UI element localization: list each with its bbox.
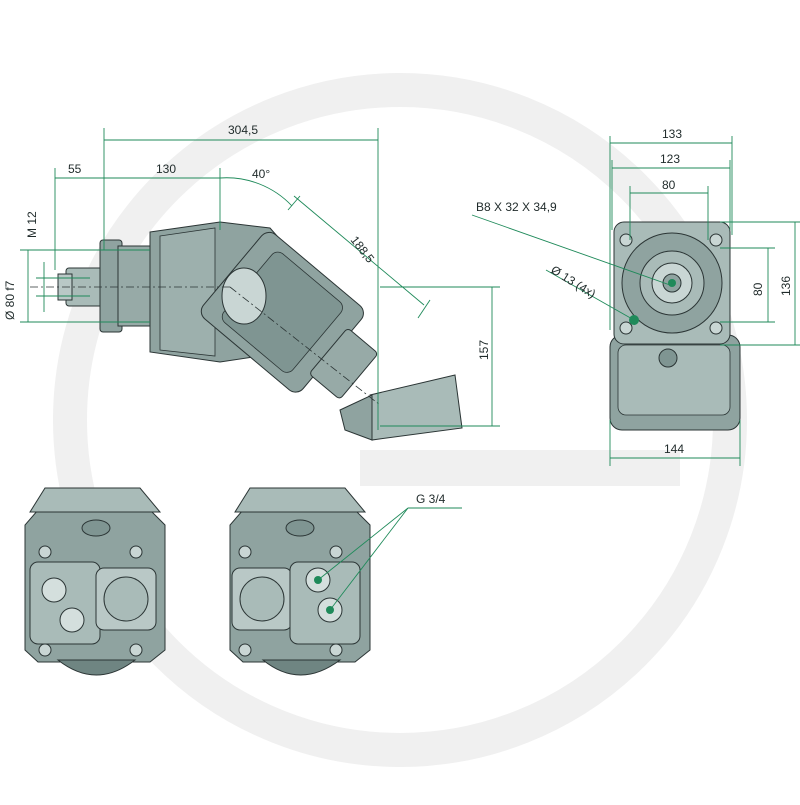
dim-thread: M 12 [25, 211, 39, 238]
port-view-left [24, 487, 166, 676]
dim-front-width-bolt: 80 [662, 178, 676, 192]
front-view [609, 221, 741, 431]
dim-front-width-outer: 133 [662, 127, 682, 141]
dim-bent-length: 188,5 [348, 233, 378, 266]
dim-body-length: 130 [156, 162, 176, 176]
side-view-dimensions [20, 128, 500, 430]
dim-spline: B8 X 32 X 34,9 [476, 200, 557, 214]
bolt-holes [619, 233, 723, 335]
port-dimensions [317, 507, 462, 611]
dim-front-width-inner: 123 [660, 152, 680, 166]
front-view-dimensions [471, 136, 800, 466]
dim-bend-height: 157 [477, 340, 491, 360]
dim-bent-angle: 40° [252, 167, 270, 181]
side-view [30, 221, 463, 441]
port-view-right [229, 487, 371, 676]
dim-flange-offset: 55 [68, 162, 82, 176]
port-head [369, 374, 463, 441]
dim-base-width: 144 [664, 442, 684, 456]
dim-front-height-outer: 136 [779, 276, 793, 296]
dim-shaft-diameter: Ø 80 f7 [3, 280, 17, 320]
dim-front-height-bolt: 80 [751, 282, 765, 296]
dim-hole-diameter: Ø 13 (4x) [548, 263, 598, 301]
dim-port-thread: G 3/4 [416, 492, 446, 506]
dim-overall-length: 304,5 [228, 123, 258, 137]
